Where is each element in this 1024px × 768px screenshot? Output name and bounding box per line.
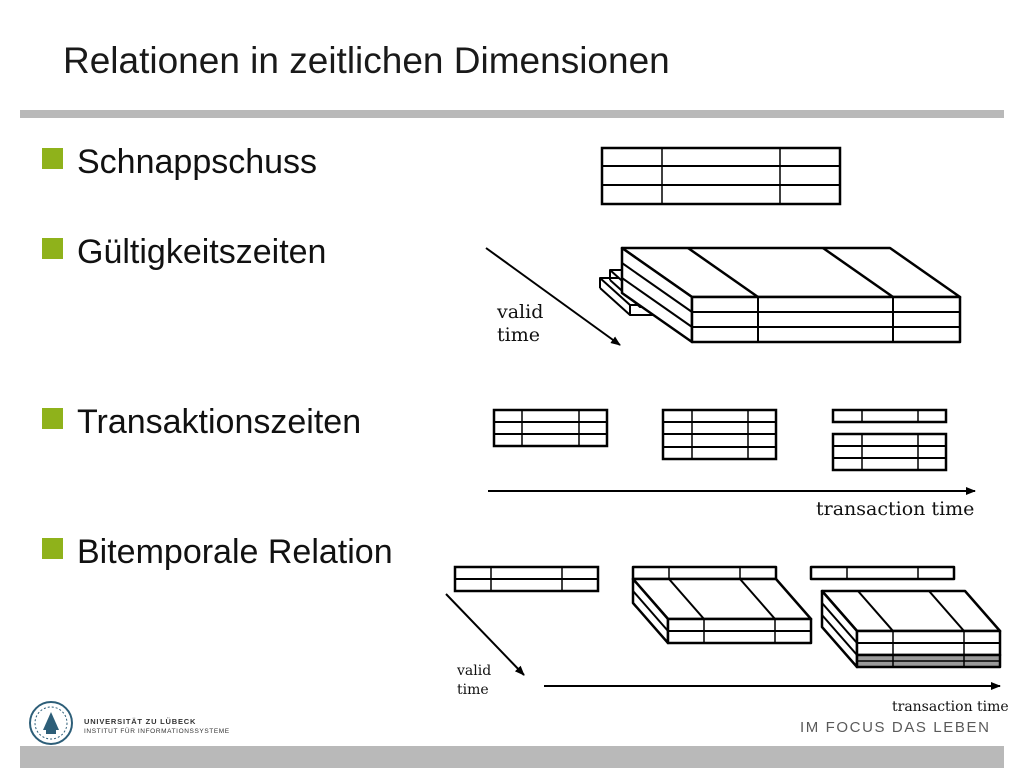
bullet-square-icon — [42, 238, 63, 259]
bullet-snapshot: Schnappschuss — [42, 143, 317, 182]
footer-tagline: IM FOCUS DAS LEBEN — [800, 719, 991, 736]
footer-bar — [20, 746, 1004, 768]
transaction-time-label: transaction time — [816, 498, 974, 520]
valid-time-arrow — [485, 247, 621, 346]
bullet-valid-time: Gültigkeitszeiten — [42, 233, 326, 272]
bullet-label: Transaktionszeiten — [77, 403, 362, 441]
institute-name: INSTITUT FÜR INFORMATIONSSYSTEME — [84, 728, 230, 735]
transaction-table-2 — [661, 408, 778, 461]
bullet-square-icon — [42, 538, 63, 559]
university-name: UNIVERSITÄT ZU LÜBECK — [84, 717, 197, 726]
title-divider — [20, 110, 1004, 118]
valid-time-stack — [599, 246, 962, 344]
bitemporal-valid-label-1: valid — [456, 663, 491, 679]
bitemporal-valid-label-2: time — [457, 682, 489, 698]
university-seal-icon — [29, 701, 73, 745]
bullet-square-icon — [42, 408, 63, 429]
valid-time-label-1: valid — [496, 301, 543, 323]
bullet-bitemporal: Bitemporale Relation — [42, 533, 393, 572]
bullet-transaction-time: Transaktionszeiten — [42, 403, 361, 442]
transaction-table-3 — [831, 408, 948, 472]
bitemporal-slab-3 — [809, 565, 1002, 669]
bitemporal-slab-2 — [631, 565, 813, 645]
bitemporal-table-1 — [453, 565, 600, 593]
bitemporal-valid-time-arrow — [445, 593, 525, 676]
bullet-label: Gültigkeitszeiten — [77, 233, 327, 271]
bullet-label: Schnappschuss — [77, 143, 318, 181]
bullet-square-icon — [42, 148, 63, 169]
bitemporal-transaction-label: transaction time — [892, 699, 1009, 715]
bullet-label: Bitemporale Relation — [77, 533, 393, 571]
transaction-table-1 — [492, 408, 609, 448]
snapshot-table — [600, 146, 842, 206]
slide-title: Relationen in zeitlichen Dimensionen — [63, 40, 670, 81]
valid-time-label-2: time — [497, 324, 540, 346]
